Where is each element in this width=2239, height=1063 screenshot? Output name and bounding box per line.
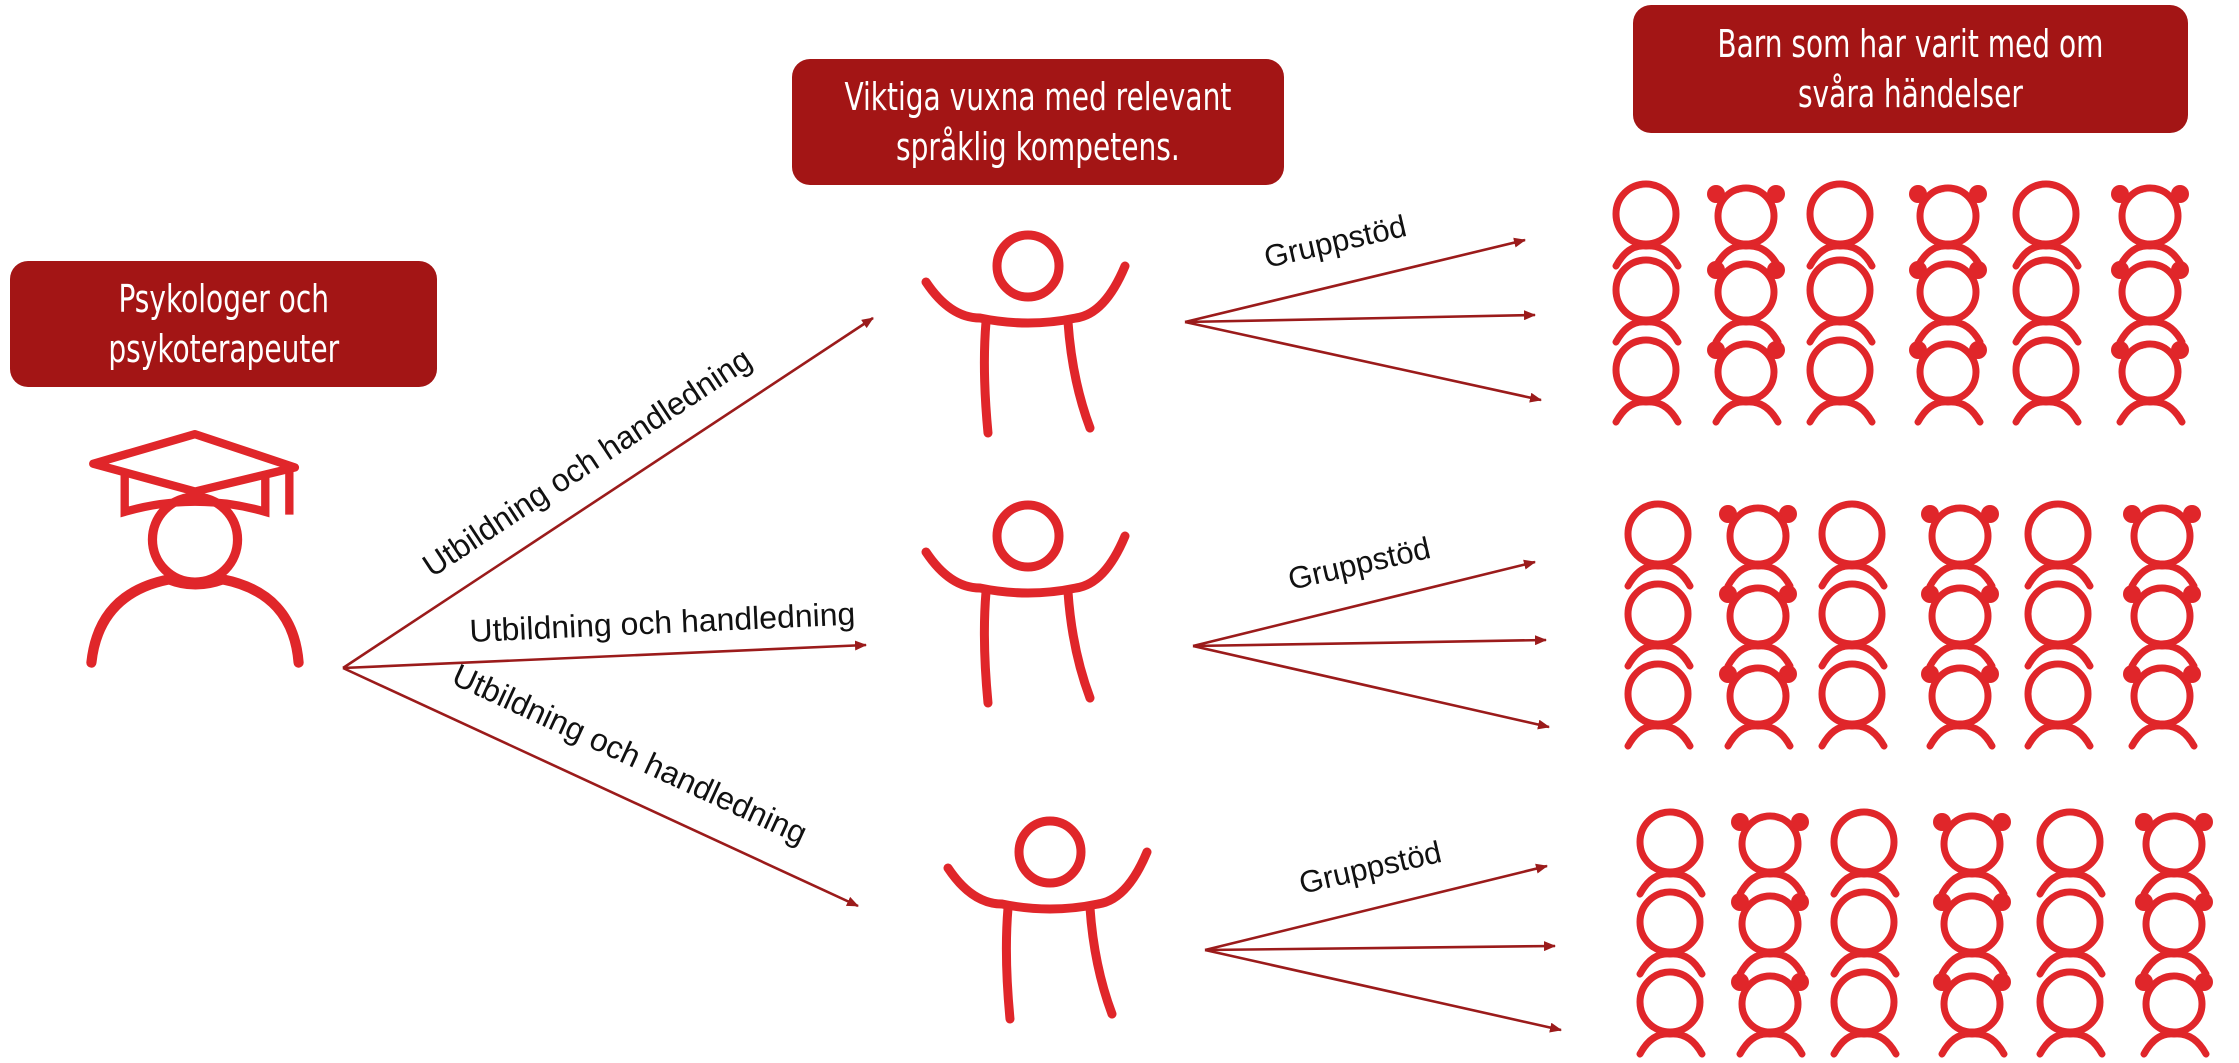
child-icon [1834, 892, 1896, 974]
child-icon [1628, 584, 1690, 666]
support-label-top: Gruppstöd [1261, 208, 1410, 275]
child-pigtails-icon [2135, 813, 2213, 894]
adult-icon-middle [926, 505, 1125, 703]
child-pigtails-icon [2123, 585, 2201, 666]
child-pigtails-icon [1921, 585, 1999, 666]
adult-icon-bottom [948, 821, 1147, 1019]
child-icon [1810, 260, 1872, 342]
child-icon [1616, 340, 1678, 422]
graduate-person-icon [91, 434, 298, 662]
training-arrows [342, 316, 874, 908]
child-pigtails-icon [1933, 893, 2011, 974]
child-icon [1810, 340, 1872, 422]
child-pigtails-icon [1707, 261, 1785, 342]
child-icon [1640, 972, 1702, 1054]
child-pigtails-icon [1909, 261, 1987, 342]
psychologists-label: Psykologer och psykoterapeuter [108, 277, 339, 371]
child-icon [1822, 504, 1884, 586]
training-label-bottom: Utbildning och handledning [447, 657, 813, 852]
support-label-bottom: Gruppstöd [1296, 834, 1445, 901]
child-pigtails-icon [1731, 893, 1809, 974]
support-arrow-middle-2 [1192, 635, 1547, 648]
child-pigtails-icon [1719, 585, 1797, 666]
support-arrow-middle-1 [1192, 559, 1536, 648]
children-group-middle [1628, 504, 2201, 746]
support-arrow-bottom-2 [1204, 941, 1556, 952]
training-arrow-middle [342, 640, 867, 670]
support-arrow-top-2 [1184, 310, 1536, 324]
child-pigtails-icon [1909, 185, 1987, 266]
adult-icon-top [926, 235, 1125, 433]
child-icon [1628, 504, 1690, 586]
child-icon [2016, 184, 2078, 266]
child-pigtails-icon [1707, 341, 1785, 422]
child-icon [1822, 584, 1884, 666]
child-icon [2016, 340, 2078, 422]
child-icon [1640, 812, 1702, 894]
support-arrow-middle-3 [1192, 644, 1550, 730]
child-pigtails-icon [1731, 973, 1809, 1054]
child-icon [1616, 260, 1678, 342]
child-icon [1834, 972, 1896, 1054]
child-icon [2028, 504, 2090, 586]
child-pigtails-icon [2135, 973, 2213, 1054]
child-icon [1640, 892, 1702, 974]
support-label-middle: Gruppstöd [1285, 530, 1434, 597]
child-icon [2028, 584, 2090, 666]
child-icon [2028, 664, 2090, 746]
child-icon [1834, 812, 1896, 894]
adults-label: Viktiga vuxna med relevant språklig komp… [844, 75, 1232, 169]
psychologists-box: Psykologer och psykoterapeuter [10, 261, 437, 387]
training-arrow-top [342, 316, 874, 670]
child-pigtails-icon [1731, 813, 1809, 894]
children-box: Barn som har varit med om svåra händelse… [1633, 5, 2188, 133]
training-label-middle: Utbildning och handledning [469, 596, 856, 649]
support-arrow-top-3 [1184, 320, 1542, 403]
child-pigtails-icon [2111, 341, 2189, 422]
child-icon [1822, 664, 1884, 746]
child-pigtails-icon [1719, 505, 1797, 586]
child-icon [2040, 812, 2102, 894]
support-arrow-bottom-3 [1204, 948, 1562, 1033]
child-pigtails-icon [1719, 665, 1797, 746]
child-icon [2016, 260, 2078, 342]
training-arrow-bottom [342, 666, 859, 908]
child-pigtails-icon [2135, 893, 2213, 974]
child-pigtails-icon [2123, 665, 2201, 746]
support-arrow-top-1 [1184, 237, 1526, 324]
child-pigtails-icon [1933, 973, 2011, 1054]
child-pigtails-icon [1921, 665, 1999, 746]
child-pigtails-icon [2123, 505, 2201, 586]
child-pigtails-icon [1933, 813, 2011, 894]
support-arrow-bottom-1 [1204, 863, 1548, 952]
training-label-top: Utbildning och handledning [416, 341, 758, 584]
children-label: Barn som har varit med om svåra händelse… [1717, 22, 2104, 116]
child-icon [2040, 972, 2102, 1054]
child-pigtails-icon [2111, 261, 2189, 342]
support-arrows [1184, 237, 1562, 1033]
children-group-bottom [1640, 812, 2213, 1054]
child-pigtails-icon [1909, 341, 1987, 422]
child-icon [2040, 892, 2102, 974]
child-pigtails-icon [2111, 185, 2189, 266]
adults-box: Viktiga vuxna med relevant språklig komp… [792, 59, 1284, 185]
child-icon [1616, 184, 1678, 266]
children-group-top [1616, 184, 2189, 422]
child-icon [1810, 184, 1872, 266]
child-pigtails-icon [1707, 185, 1785, 266]
child-pigtails-icon [1921, 505, 1999, 586]
child-icon [1628, 664, 1690, 746]
